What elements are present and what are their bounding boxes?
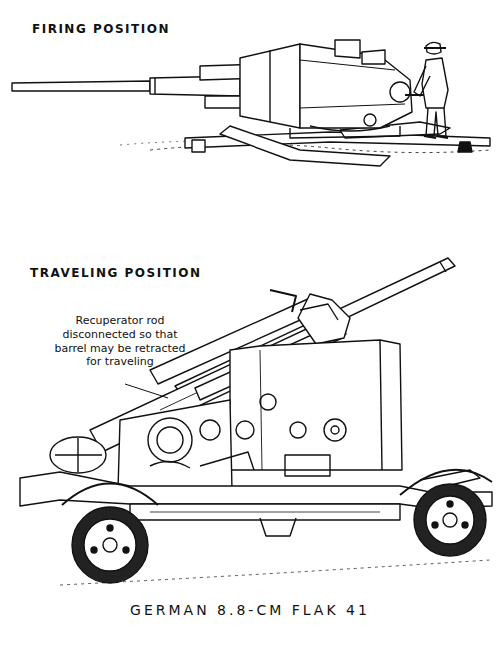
leader-line <box>125 384 168 398</box>
traveling-view <box>20 258 492 585</box>
rear-wheel <box>414 484 486 556</box>
view-heading: FIRING POSITION <box>32 22 170 37</box>
front-wheel <box>72 507 148 583</box>
caption: GERMAN 8.8-CM FLAK 41 <box>130 602 370 618</box>
view-heading: TRAVELING POSITION <box>30 266 202 281</box>
callout-note: Recuperator rod disconnected so that bar… <box>50 314 190 369</box>
firing-view <box>12 40 490 166</box>
